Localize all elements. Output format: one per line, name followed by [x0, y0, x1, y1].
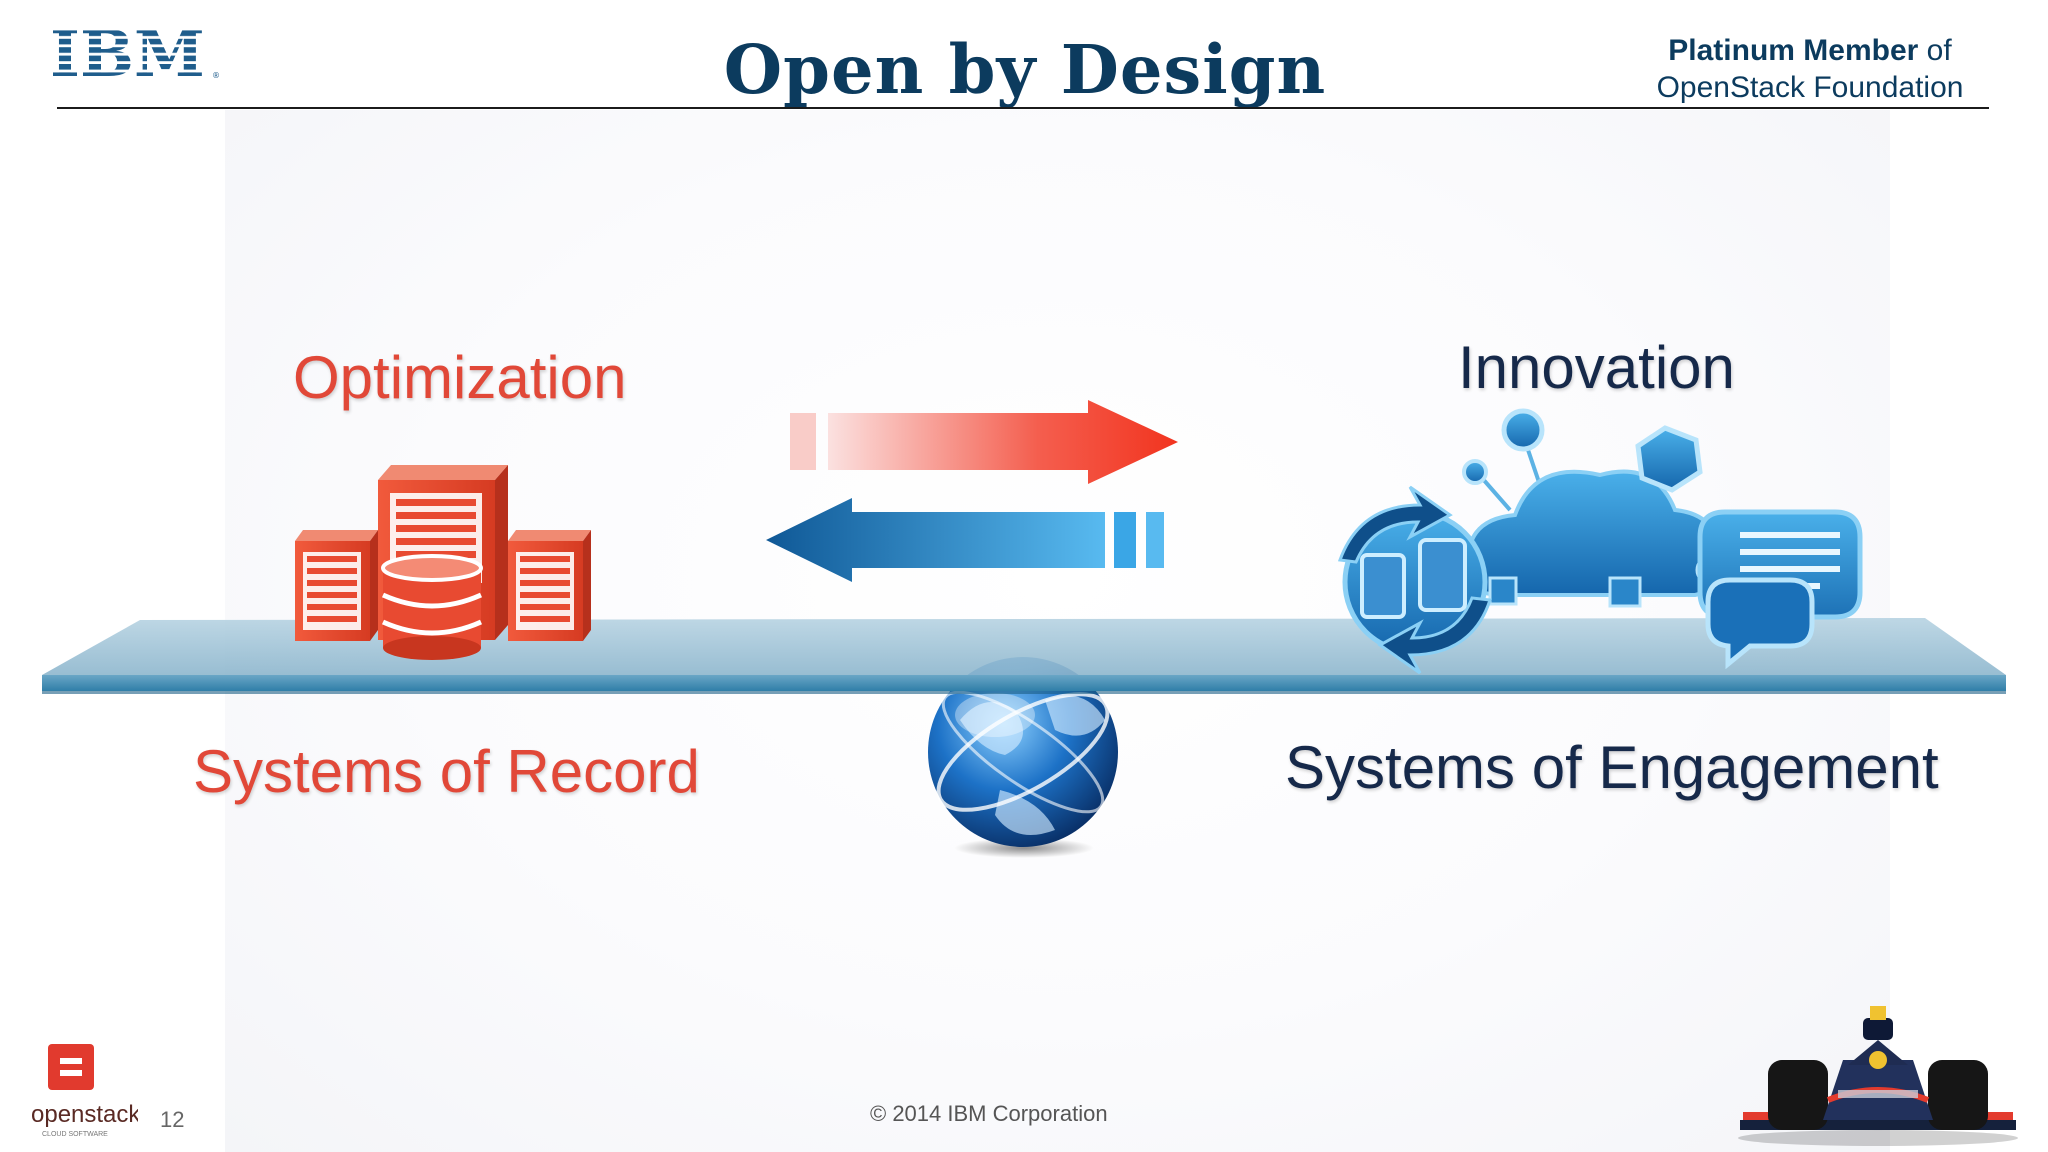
systems-of-engagement-caption: Systems of Engagement — [1285, 734, 1939, 801]
membership-level: Platinum Member — [1668, 34, 1919, 67]
arrow-left-icon — [766, 498, 1164, 582]
cloud-network-icon — [1337, 408, 1863, 675]
server-database-icon — [295, 465, 591, 660]
svg-text:®: ® — [212, 71, 220, 80]
ibm-logo: IBM ® — [50, 22, 220, 84]
globe-icon — [928, 657, 1118, 858]
membership-foundation: OpenStack Foundation — [1656, 71, 1964, 104]
header-divider — [57, 107, 1989, 109]
race-car-image — [1738, 1006, 2018, 1146]
svg-text:IBM: IBM — [50, 22, 205, 84]
arrow-right-icon — [790, 400, 1178, 484]
svg-text:CLOUD SOFTWARE: CLOUD SOFTWARE — [42, 1131, 108, 1138]
systems-of-record-caption: Systems of Record — [193, 738, 700, 805]
innovation-heading: Innovation — [1458, 334, 1735, 401]
optimization-heading: Optimization — [293, 344, 627, 411]
slide-title: Open by Design — [723, 30, 1327, 109]
membership-of: of — [1918, 34, 1952, 67]
svg-text:openstack: openstack — [31, 1101, 138, 1128]
copyright-notice: © 2014 IBM Corporation — [870, 1101, 1108, 1126]
page-number: 12 — [160, 1107, 185, 1132]
openstack-logo: openstack CLOUD SOFTWARE — [31, 1044, 138, 1138]
membership-note: Platinum Member of OpenStack Foundation — [1580, 32, 2040, 106]
